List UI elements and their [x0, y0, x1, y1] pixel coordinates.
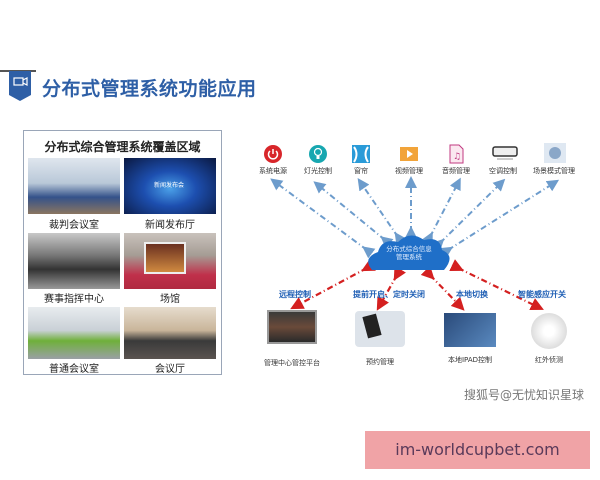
panel-title: 分布式综合管理系统覆盖区域 — [44, 140, 201, 154]
arrow-ac — [431, 178, 506, 252]
video-icon — [399, 144, 419, 164]
arrow-light — [313, 181, 394, 249]
photo-referee-room — [28, 158, 120, 214]
arrow-remote — [290, 259, 376, 310]
item-label: 窗帘 — [354, 167, 368, 175]
power-icon — [263, 144, 283, 164]
arrow-schedule — [376, 266, 406, 311]
ipad-control-image — [444, 313, 496, 347]
infrared-sensor-image — [531, 313, 567, 349]
phone-hand-image — [355, 311, 405, 347]
arrow-power — [270, 178, 376, 259]
air-conditioner-icon — [492, 144, 518, 164]
item-label: 本地IPAD控制 — [447, 356, 493, 364]
curtain-icon — [351, 144, 371, 164]
room-label: 普通会议室 — [49, 364, 99, 375]
arrow-audio — [421, 177, 461, 246]
lightbulb-icon — [308, 144, 328, 164]
cloud-label: 分布式综合信息管理系统 — [386, 245, 432, 261]
item-label: 红外侦测 — [535, 356, 563, 364]
watermark: 搜狐号@无忧知识星球 — [463, 388, 584, 402]
scene-icon — [543, 142, 567, 164]
item-label: 场景模式管理 — [533, 167, 575, 175]
arrow-label: 本地切换 — [456, 290, 488, 299]
item-label: 管理中心管控平台 — [264, 359, 320, 367]
svg-text:♫: ♫ — [453, 152, 461, 162]
arrow-sensor — [449, 259, 544, 311]
photo-command-center — [28, 233, 120, 289]
arrow-curtain — [357, 178, 407, 246]
video-chat-icon — [9, 71, 31, 101]
arrow-label: 智能感应开关 — [518, 290, 566, 299]
room-label: 新闻发布厅 — [145, 220, 195, 231]
arrow-label: 远程控制 — [279, 290, 311, 299]
arrow-label: 提前开启、定时关闭 — [353, 290, 425, 299]
photo-meeting-room — [28, 307, 120, 359]
item-label: 音频管理 — [442, 167, 470, 175]
room-label: 裁判会议室 — [49, 220, 99, 231]
screen-text: 新闻发布会 — [154, 182, 185, 189]
photo-conference-hall — [124, 307, 216, 359]
arrow-scene — [439, 179, 560, 259]
audio-file-icon: ♫ — [446, 144, 466, 164]
item-label: 视频管理 — [395, 167, 423, 175]
room-label: 赛事指挥中心 — [44, 294, 104, 305]
item-label: 系统电源 — [259, 167, 287, 175]
cloud-icon — [368, 235, 450, 270]
item-label: 空调控制 — [489, 167, 517, 175]
photo-press-hall: 新闻发布会 — [124, 158, 216, 214]
monitor-image — [267, 310, 317, 344]
item-label: 灯光控制 — [304, 167, 332, 175]
slide-title: 分布式管理系统功能应用 — [42, 78, 257, 100]
url-banner: im-worldcupbet.com — [365, 431, 590, 469]
item-label: 预约管理 — [366, 358, 394, 366]
room-label: 会议厅 — [155, 364, 185, 375]
photo-stadium — [124, 233, 216, 289]
room-label: 场馆 — [160, 294, 180, 305]
